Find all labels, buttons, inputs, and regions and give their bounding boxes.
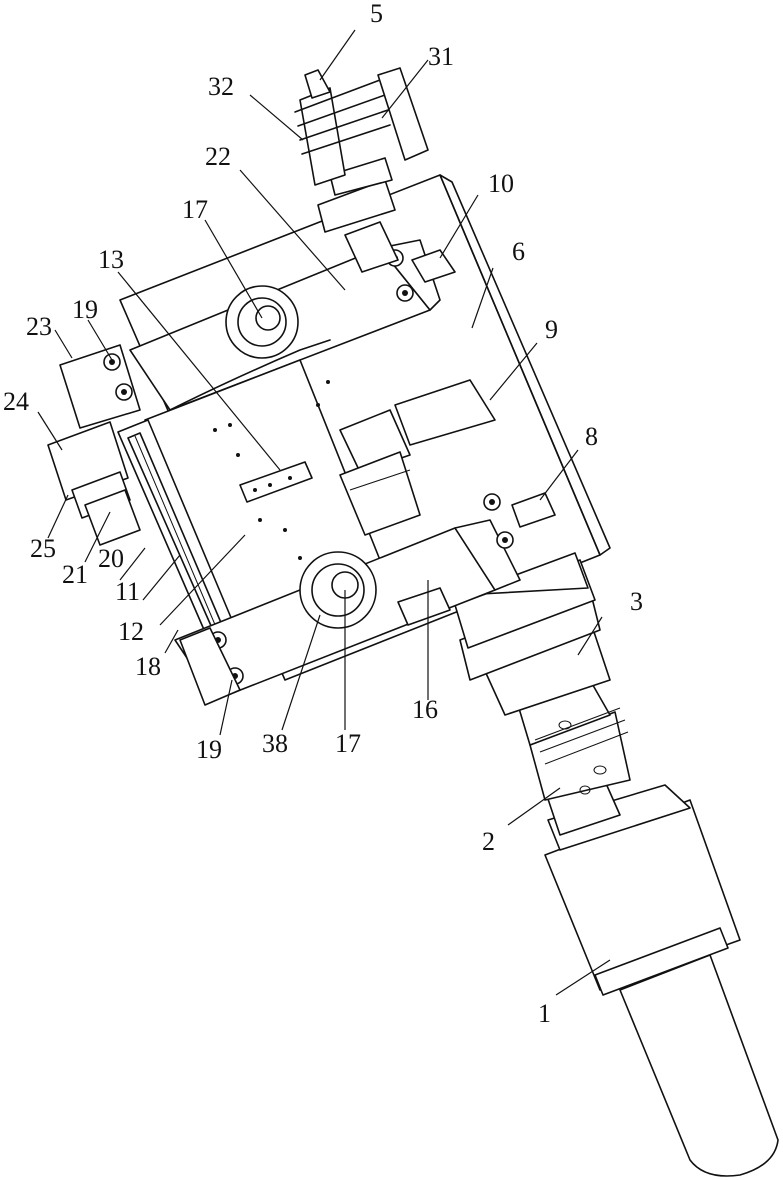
callout-23: 23 [26,312,52,341]
callout-20: 20 [98,544,124,573]
callout-18: 18 [135,652,161,681]
callout-16: 16 [412,695,438,724]
callout-38: 38 [262,729,288,758]
callout-13: 13 [98,245,124,274]
callout-21: 21 [62,560,88,589]
callout-9: 9 [545,315,558,344]
callout-17-top: 17 [182,195,208,224]
callout-19-top: 19 [72,295,98,324]
callout-19-bottom: 19 [196,735,222,764]
callout-31: 31 [428,42,454,71]
motor-body [545,785,778,1176]
callout-5: 5 [370,0,383,28]
callout-2: 2 [482,827,495,856]
callout-6: 6 [512,237,525,266]
callout-3: 3 [630,587,643,616]
callout-12: 12 [118,617,144,646]
callout-25: 25 [30,534,56,563]
callout-24: 24 [3,387,29,416]
callout-11: 11 [115,577,140,606]
callout-1: 1 [538,999,551,1028]
callout-17-bottom: 17 [335,729,361,758]
callout-8: 8 [585,422,598,451]
callout-32: 32 [208,72,234,101]
callout-10: 10 [488,169,514,198]
callout-22: 22 [205,142,231,171]
